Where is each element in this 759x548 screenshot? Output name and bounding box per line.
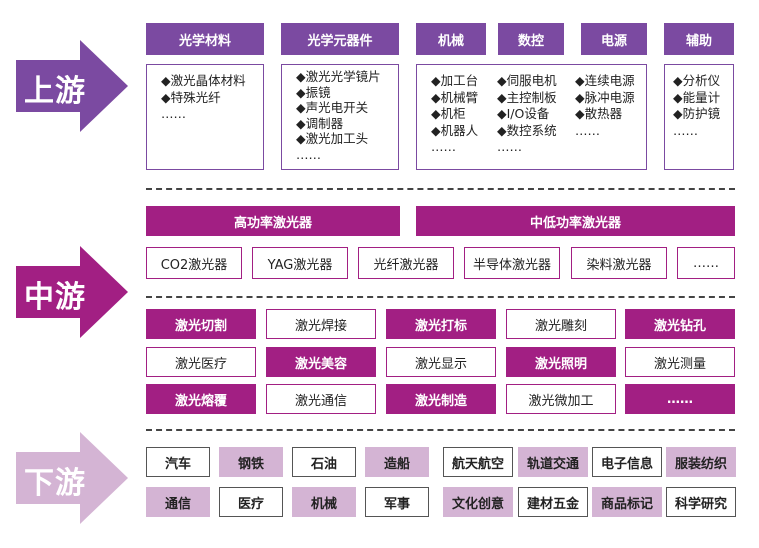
application-cell: 激光钻孔 [625,309,735,339]
upstream-category-cnc: 数控 [498,23,564,55]
industry-cell: 航天航空 [443,447,513,477]
list-item: ◆I/O设备 [497,106,550,121]
midstream-header-low-power: 中低功率激光器 [416,206,735,236]
industry-cell: 汽车 [146,447,210,477]
midstream-header-high-power: 高功率激光器 [146,206,400,236]
divider [146,296,735,298]
list-item: …… [431,139,456,154]
divider [146,188,735,190]
upstream-box-mech-cnc-power: ◆加工台 ◆机械臂 ◆机柜 ◆机器人 …… ◆伺服电机 ◆主控制板 ◆I/O设备… [416,64,647,170]
list-item: ◆脉冲电源 [575,89,635,105]
downstream-label: 下游 [24,466,86,501]
list-item: ◆分析仪 [673,73,721,88]
list-item: ◆特殊光纤 [161,89,221,105]
list-item: ◆激光晶体材料 [161,73,246,88]
industry-cell: 轨道交通 [518,447,588,477]
application-cell: 激光切割 [146,309,256,339]
list-item: ◆振镜 [296,84,331,100]
industry-cell: 钢铁 [219,447,283,477]
list-item: ◆主控制板 [497,89,557,105]
list-item: ◆防护镜 [673,106,721,121]
upstream-category-power: 电源 [581,23,647,55]
industry-cell: 服装纺织 [666,447,736,477]
application-cell: 激光医疗 [146,347,256,377]
upstream-box-optical-materials: ◆激光晶体材料 ◆特殊光纤 …… [146,64,264,170]
list-item: ◆激光光学镜片 [296,69,381,84]
list-item: ◆散热器 [575,106,623,121]
upstream-category-auxiliary: 辅助 [664,23,734,55]
upstream-category-optical-materials: 光学材料 [146,23,264,55]
list-item: ◆声光电开关 [296,100,369,115]
industry-cell: 造船 [365,447,429,477]
application-cell: 激光美容 [266,347,376,377]
list-item: …… [575,122,600,138]
list-item: …… [497,139,522,154]
list-item: ◆数控系统 [497,122,557,138]
divider [146,429,735,431]
industry-cell: 医疗 [219,487,283,517]
upstream-box-auxiliary: ◆分析仪 ◆能量计 ◆防护镜 …… [664,64,734,170]
industry-cell: 军事 [365,487,429,517]
industry-cell: 建材五金 [518,487,588,517]
application-cell: …… [625,384,735,414]
list-item: ◆伺服电机 [497,73,557,88]
application-cell: 激光显示 [386,347,496,377]
list-item: ◆调制器 [296,115,344,131]
laser-type-co2: CO2激光器 [146,247,242,279]
application-cell: 激光制造 [386,384,496,414]
industry-cell: 电子信息 [592,447,662,477]
laser-type-semiconductor: 半导体激光器 [464,247,560,279]
midstream-label: 中游 [24,280,86,315]
industry-cell: 机械 [292,487,356,517]
laser-type-fiber: 光纤激光器 [358,247,454,279]
downstream-arrow [16,432,128,524]
list-item: …… [673,122,698,138]
application-cell: 激光微加工 [506,384,616,414]
application-cell: 激光熔覆 [146,384,256,414]
upstream-category-mechanical: 机械 [416,23,486,55]
industry-cell: 通信 [146,487,210,517]
list-item: …… [296,146,321,162]
list-item: ◆机械臂 [431,89,479,105]
list-item: ◆加工台 [431,73,479,88]
laser-type-yag: YAG激光器 [252,247,348,279]
upstream-category-optical-components: 光学元器件 [281,23,399,55]
laser-type-more: …… [677,247,735,279]
list-item: ◆激光加工头 [296,131,369,146]
upstream-arrow [16,40,128,132]
list-item: ◆机器人 [431,122,479,138]
industry-cell: 商品标记 [592,487,662,517]
upstream-box-optical-components: ◆激光光学镜片 ◆振镜 ◆声光电开关 ◆调制器 ◆激光加工头 …… [281,64,399,170]
list-item: …… [161,106,186,121]
application-cell: 激光照明 [506,347,616,377]
laser-type-dye: 染料激光器 [571,247,667,279]
list-item: ◆能量计 [673,89,721,105]
application-cell: 激光通信 [266,384,376,414]
application-cell: 激光打标 [386,309,496,339]
list-item: ◆机柜 [431,106,466,121]
application-cell: 激光雕刻 [506,309,616,339]
application-cell: 激光测量 [625,347,735,377]
midstream-arrow [16,246,128,338]
list-item: ◆连续电源 [575,73,635,88]
industry-cell: 文化创意 [443,487,513,517]
upstream-label: 上游 [24,74,86,109]
application-cell: 激光焊接 [266,309,376,339]
industry-cell: 科学研究 [666,487,736,517]
industry-cell: 石油 [292,447,356,477]
